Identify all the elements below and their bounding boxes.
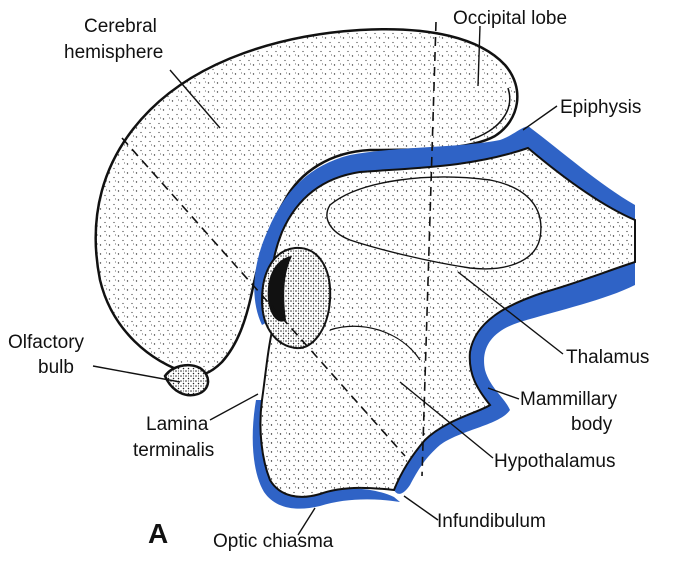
label-occipital-lobe: Occipital lobe bbox=[453, 7, 567, 30]
label-lamina-terminalis-line2: terminalis bbox=[133, 439, 214, 462]
label-cerebral-hemisphere-line1: Cerebral bbox=[84, 15, 157, 38]
label-lamina-terminalis-line1: Lamina bbox=[146, 413, 208, 436]
label-mammillary-body-line2: body bbox=[571, 413, 612, 436]
panel-letter: A bbox=[148, 518, 168, 550]
label-mammillary-body-line1: Mammillary bbox=[520, 388, 617, 411]
label-infundibulum: Infundibulum bbox=[437, 510, 546, 533]
label-cerebral-hemisphere-line2: hemisphere bbox=[64, 41, 163, 64]
label-optic-chiasma: Optic chiasma bbox=[213, 530, 333, 553]
label-thalamus: Thalamus bbox=[566, 346, 649, 369]
label-olfactory-bulb-line1: Olfactory bbox=[8, 331, 84, 354]
label-epiphysis: Epiphysis bbox=[560, 96, 641, 119]
label-olfactory-bulb-line2: bulb bbox=[38, 356, 74, 379]
label-hypothalamus: Hypothalamus bbox=[494, 450, 615, 473]
